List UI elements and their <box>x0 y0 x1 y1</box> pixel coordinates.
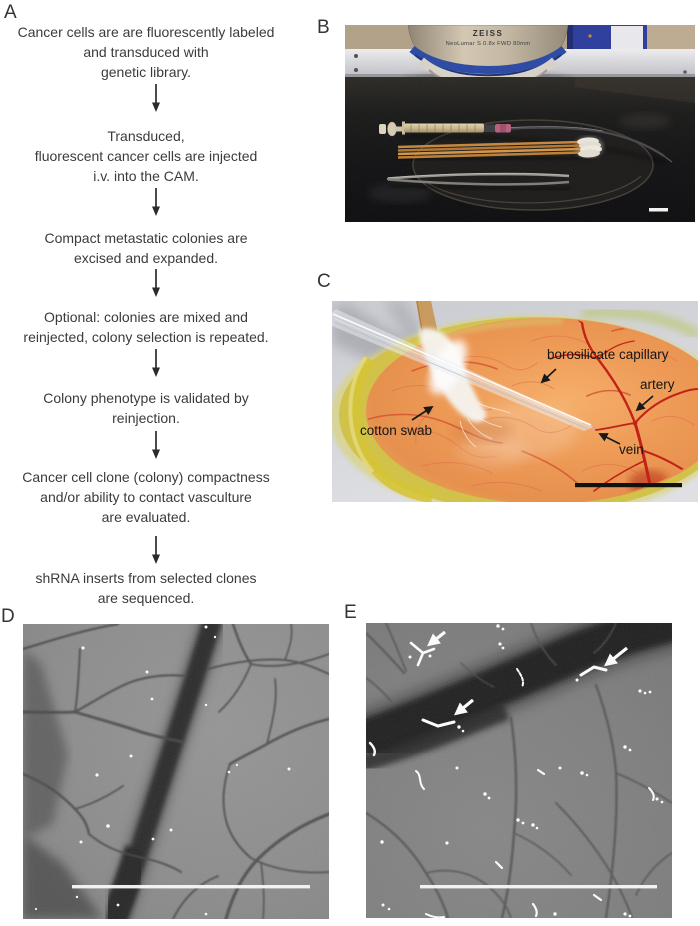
photo-b-injection-tools: ZEISS NeoLumar S 0.8x FWD 80mm <box>345 25 695 222</box>
photo-e-micrograph <box>366 623 672 918</box>
flow-step-2: Transduced, fluorescent cancer cells are… <box>34 128 258 184</box>
photo-c-cam-injection: cotton swab borosilicate capillary arter… <box>332 301 698 502</box>
down-arrow-icon <box>152 349 160 377</box>
flow-step-1: Cancer cells are are fluorescently label… <box>17 24 275 80</box>
annotation-label-capillary: borosilicate capillary <box>547 347 669 362</box>
down-arrow-icon <box>152 269 160 297</box>
down-arrow-icon <box>152 536 160 564</box>
panel-label-c: C <box>317 271 331 292</box>
panel-label-d: D <box>1 606 15 627</box>
flow-step-5: Colony phenotype is validated by reinjec… <box>43 390 249 426</box>
flow-step-6: Cancer cell clone (colony) compactness a… <box>22 469 270 525</box>
photo-d-micrograph <box>23 624 329 919</box>
panel-label-a: A <box>4 2 17 23</box>
annotation-label-cotton-swab: cotton swab <box>360 423 433 438</box>
annotation-label-artery: artery <box>640 377 675 392</box>
flow-step-3: Compact metastatic colonies are excised … <box>44 230 248 266</box>
down-arrow-icon <box>152 188 160 216</box>
annotation-label-vein: vein <box>619 442 644 457</box>
flow-step-4: Optional: colonies are mixed and reinjec… <box>23 309 269 345</box>
panel-label-e: E <box>344 602 357 623</box>
flow-step-7: shRNA inserts from selected clones are s… <box>35 570 257 606</box>
down-arrow-icon <box>152 431 160 459</box>
panel-label-b: B <box>317 17 330 38</box>
down-arrow-icon <box>152 84 160 112</box>
